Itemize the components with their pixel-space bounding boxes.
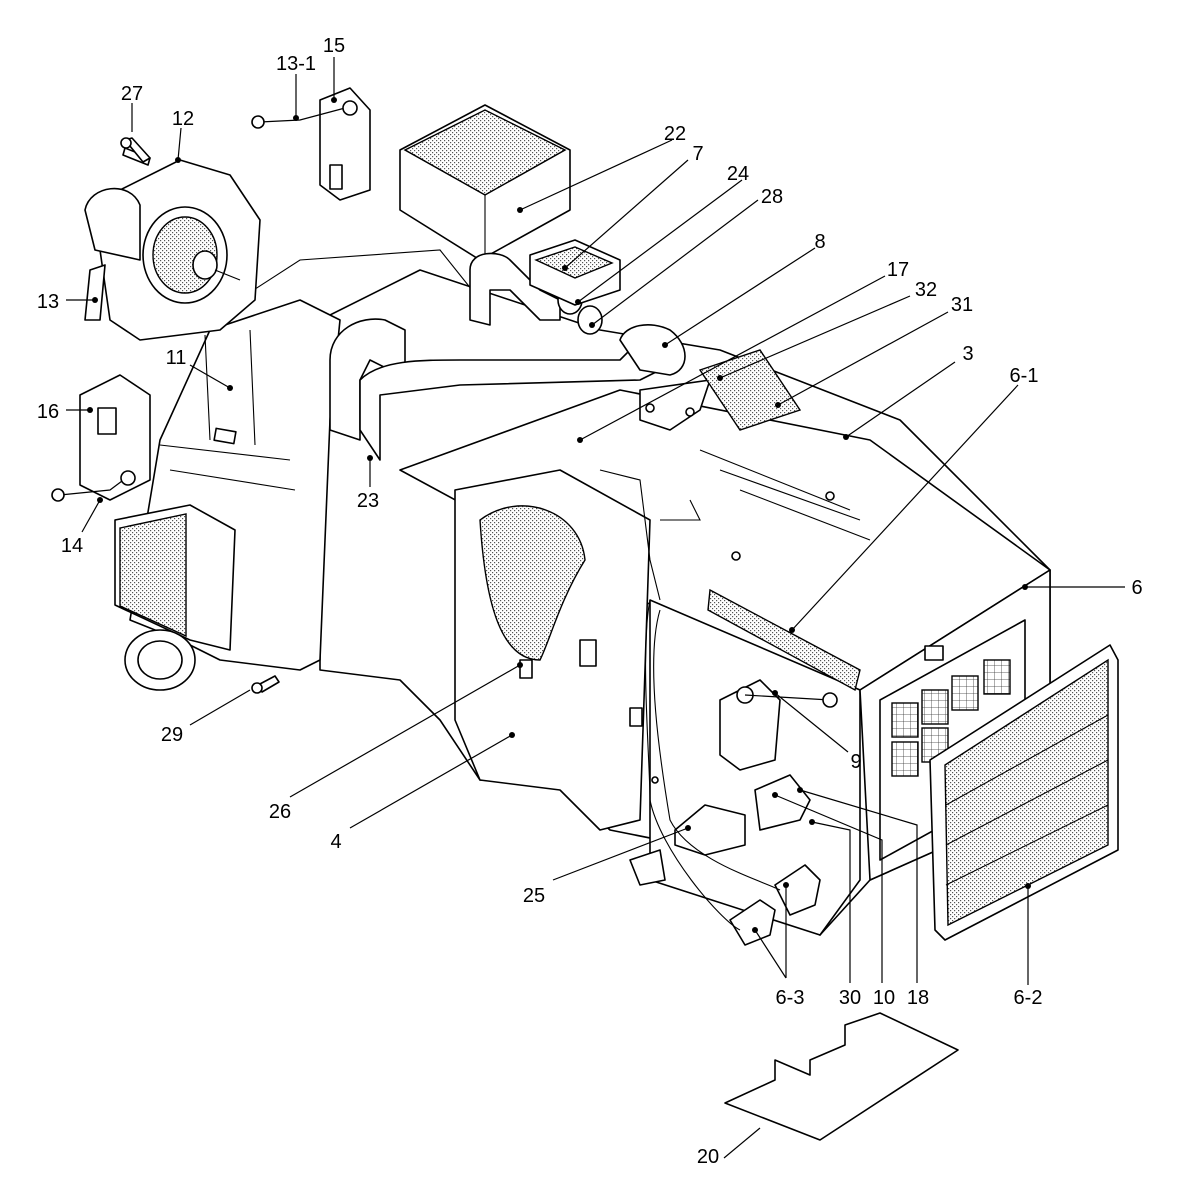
callout-24: 24 [727,163,749,185]
blower-motor [84,147,261,341]
top-duct [399,104,571,261]
main-case-body [299,269,1051,936]
foam-strip [707,588,861,692]
screws [120,137,280,694]
callout-15: 15 [323,35,345,57]
parts-artwork [51,87,1119,1141]
callout-30: 30 [839,987,861,1009]
callout-6-1: 6-1 [1010,365,1039,387]
filter-panel [929,644,1119,941]
labels-plate [698,349,802,431]
callout-13: 13 [37,291,59,313]
callout-3: 3 [962,343,973,365]
heater-pipes [329,239,661,461]
callout-9: 9 [850,751,861,773]
callout-12: 12 [172,108,194,130]
callout-32: 32 [915,279,937,301]
callout-17: 17 [887,259,909,281]
callout-22: 22 [664,123,686,145]
callout-7: 7 [692,143,703,165]
callout-16: 16 [37,401,59,423]
insulator-pad [724,1012,959,1141]
callout-14: 14 [61,535,83,557]
callout-20: 20 [697,1146,719,1168]
callout-labels: 27 12 13-1 15 22 7 24 28 8 17 32 31 3 6-… [37,35,1143,1168]
callout-6: 6 [1131,577,1142,599]
callout-31: 31 [951,294,973,316]
callout-6-3: 6-3 [776,987,805,1009]
callout-25: 25 [523,885,545,907]
callout-18: 18 [907,987,929,1009]
callout-8: 8 [814,231,825,253]
callout-27: 27 [121,83,143,105]
callout-4: 4 [330,831,341,853]
actuator-16 [51,374,151,502]
callout-10: 10 [873,987,895,1009]
valve-bracket [619,324,711,431]
callout-29: 29 [161,724,183,746]
callout-23: 23 [357,490,379,512]
callout-leaders [66,57,1125,1159]
callout-13-1: 13-1 [276,53,316,75]
actuator-15 [251,87,371,201]
callout-28: 28 [761,186,783,208]
callout-6-2: 6-2 [1014,987,1043,1009]
callout-11: 11 [166,347,187,369]
blower-housing [114,249,481,691]
callout-26: 26 [269,801,291,823]
